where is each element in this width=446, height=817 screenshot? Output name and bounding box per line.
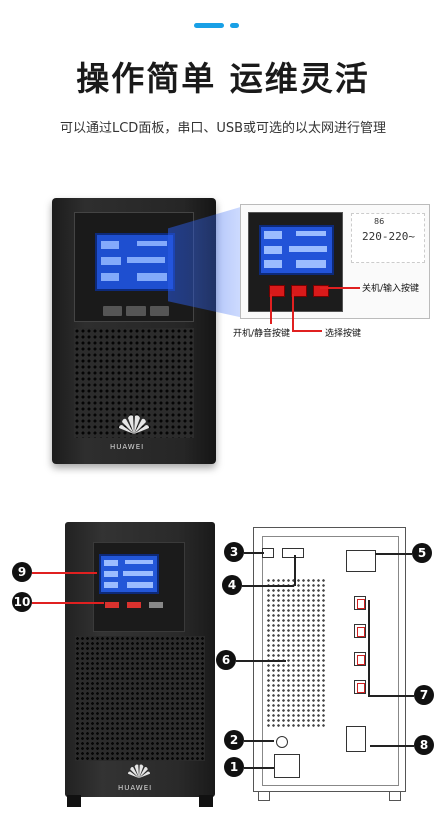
select-button[interactable]: [291, 285, 307, 297]
marker-9-line: [32, 572, 97, 574]
decorative-bars: [194, 23, 244, 28]
marker-7-vline: [368, 600, 370, 695]
page-subtitle: 可以通过LCD面板，串口、USB或可选的以太网进行管理: [59, 121, 387, 136]
input-socket: [274, 754, 300, 778]
marker-10: 10: [12, 592, 32, 612]
marker-4: 4: [222, 575, 242, 595]
zoom-beam: [168, 206, 244, 318]
output-socket-2: [354, 624, 366, 638]
front-button-3[interactable]: [149, 602, 163, 608]
input-breaker: [276, 736, 288, 748]
marker-3-line: [244, 552, 264, 554]
marker-6: 6: [216, 650, 236, 670]
marker-1-line: [244, 767, 274, 769]
marker-8-line: [370, 745, 414, 747]
segment-readout: 220-220~: [362, 230, 415, 243]
ups-rear-view: [253, 527, 406, 801]
rear-vent-mesh: [266, 578, 326, 728]
callout-off-input: 关机/输入按键: [362, 284, 420, 294]
callout-line-select-h: [292, 330, 322, 332]
battery-port: [346, 726, 366, 752]
front-button-1[interactable]: [105, 602, 119, 608]
panel-button-3[interactable]: [149, 306, 169, 316]
lcd-screen: [95, 233, 175, 291]
callout-line-select-v: [292, 294, 294, 330]
marker-7-line: [368, 695, 414, 697]
front-lcd-segments-icon: [104, 560, 153, 588]
marker-2: 2: [224, 730, 244, 750]
marker-9: 9: [12, 562, 32, 582]
rear-foot-right: [389, 791, 401, 801]
ups-front-view: HUAWEI: [65, 522, 215, 807]
marker-5-line: [375, 553, 412, 555]
front-lcd: [99, 554, 159, 594]
marker-6-line: [236, 660, 286, 662]
vent-mesh: [74, 328, 194, 438]
serial-port: [282, 548, 304, 558]
panel-zoom: 86 220-220~: [240, 204, 430, 319]
marker-1: 1: [224, 757, 244, 777]
page-title: 操作简单 运维灵活: [76, 59, 370, 98]
front-vent-mesh: [75, 636, 205, 761]
accent-bar-short: [230, 23, 239, 28]
marker-4-vline: [294, 555, 296, 586]
marker-3: 3: [224, 542, 244, 562]
front-button-2[interactable]: [127, 602, 141, 608]
output-socket-3: [354, 652, 366, 666]
lcd-segments-icon: [101, 241, 167, 281]
callout-select: 选择按键: [325, 329, 362, 339]
panel-button-1[interactable]: [103, 306, 123, 316]
panel-button-2[interactable]: [126, 306, 146, 316]
callout-line-on: [270, 294, 272, 324]
callout-line-off: [320, 287, 360, 289]
front-foot-right: [199, 795, 213, 807]
marker-4-line: [242, 585, 294, 587]
marker-7: 7: [414, 685, 434, 705]
rear-foot-left: [258, 791, 270, 801]
zoom-lcd-segments-icon: [264, 231, 327, 268]
panel-buttons: [103, 306, 169, 316]
brand-label: HUAWEI: [110, 443, 145, 451]
huawei-logo-icon: [119, 415, 149, 434]
marker-5: 5: [412, 543, 432, 563]
zoom-panel-face: [248, 212, 343, 312]
segment-small-readout: 86: [374, 217, 385, 226]
front-brand-label: HUAWEI: [118, 784, 153, 792]
front-foot-left: [67, 795, 81, 807]
zoom-lcd: [259, 225, 334, 275]
marker-2-line: [244, 740, 274, 742]
marker-8: 8: [414, 735, 434, 755]
output-socket-4: [354, 680, 366, 694]
front-huawei-logo-icon: [128, 764, 150, 779]
on-mute-button[interactable]: [269, 285, 285, 297]
lcd-segment-diagram: 86 220-220~: [351, 213, 425, 263]
callout-on-mute: 开机/静音按键: [233, 329, 291, 339]
accent-bar-long: [194, 23, 224, 28]
output-socket-1: [354, 596, 366, 610]
marker-10-line: [32, 602, 104, 604]
network-card-slot: [346, 550, 376, 572]
